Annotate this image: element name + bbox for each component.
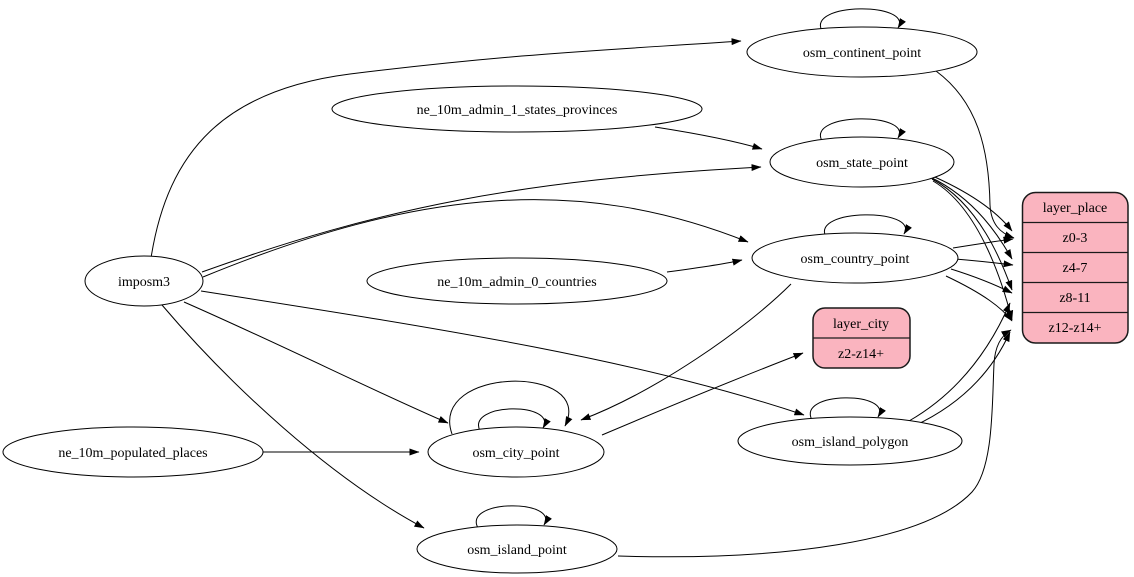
edge-osm_country_point-layer_place-z8-11	[950, 268, 1013, 294]
node-ne_10m_admin_1_states_provinces: ne_10m_admin_1_states_provinces	[331, 85, 703, 133]
node-osm_island_point: osm_island_point	[416, 524, 618, 574]
edge-imposm3-osm_island_polygon	[200, 290, 805, 416]
node-ne_10m_populated_places-shape	[2, 426, 264, 478]
record-layer_place: layer_place z0-3 z4-7 z8-11 z12-z14+	[1021, 191, 1129, 344]
node-osm_city_point: osm_city_point	[427, 426, 605, 478]
edge-imposm3-osm_city_point	[183, 301, 449, 424]
record-layer_place-box	[1021, 191, 1129, 344]
node-ne_10m_populated_places-label: ne_10m_populated_places	[58, 446, 207, 461]
node-ne_10m_admin_1_states_provinces-shape	[331, 85, 703, 133]
node-osm_state_point: osm_state_point	[769, 136, 955, 188]
node-osm_country_point-label: osm_country_point	[801, 252, 910, 267]
selfloop-osm_island_point	[475, 505, 552, 529]
node-osm_island_polygon-label: osm_island_polygon	[792, 435, 909, 450]
edges-group	[150, 8, 1015, 558]
edge-osm_country_point-layer_place-z4-7	[954, 258, 1014, 268]
node-osm_island_point-label: osm_island_point	[467, 543, 567, 558]
edge-osm_island_polygon-layer_place-z8-11	[908, 302, 1011, 422]
edge-imposm3-osm_island_point	[161, 304, 425, 529]
selfloop-osm_island_polygon	[809, 397, 886, 421]
node-osm_state_point-label: osm_state_point	[816, 156, 908, 171]
selfloop-osm_city_point-outer	[449, 380, 573, 435]
record-layer_place-row-z4-7: z4-7	[1063, 261, 1088, 276]
node-osm_island_polygon: osm_island_polygon	[737, 416, 963, 466]
record-layer_place-row-z8-11: z8-11	[1059, 291, 1090, 306]
node-osm_continent_point-label: osm_continent_point	[803, 46, 921, 61]
node-ne_10m_admin_0_countries-shape	[366, 257, 668, 305]
node-osm_country_point: osm_country_point	[751, 232, 959, 284]
edge-ne_10m_admin_1_states_provinces-osm_state_point	[654, 126, 763, 150]
edge-imposm3-osm_continent_point	[150, 38, 742, 259]
edge-osm_state_point-layer_place-z0-3	[927, 173, 1013, 232]
node-imposm3: imposm3	[84, 255, 204, 307]
edge-osm_country_point-layer_place-z0-3	[952, 236, 1014, 249]
node-osm_island_polygon-shape	[737, 416, 963, 466]
record-layer_place-row-z0-3: z0-3	[1063, 231, 1088, 246]
node-ne_10m_admin_1_states_provinces-label: ne_10m_admin_1_states_provinces	[417, 103, 618, 118]
node-osm_city_point-label: osm_city_point	[472, 446, 559, 461]
node-osm_state_point-shape	[769, 136, 955, 188]
edge-osm_continent_point-layer_place-z0-3	[935, 70, 1015, 239]
record-layer_place-title: layer_place	[1043, 201, 1108, 216]
edge-osm_country_point-osm_city_point	[580, 283, 792, 421]
record-layer_city-row-z2-z14: z2-z14+	[838, 347, 884, 362]
edge-imposm3-osm_country_point	[202, 199, 749, 278]
node-imposm3-shape	[84, 255, 204, 307]
node-ne_10m_admin_0_countries: ne_10m_admin_0_countries	[366, 257, 668, 305]
selfloop-osm_city_point-inner	[478, 408, 551, 432]
record-layer_city-title: layer_city	[833, 317, 889, 332]
selfloop-osm_continent_point	[819, 8, 906, 32]
edge-osm_state_point-layer_place-z4-7	[929, 176, 1013, 260]
record-layer_place-row-z12-z14: z12-z14+	[1049, 321, 1102, 336]
node-osm_continent_point-shape	[746, 26, 978, 78]
node-osm_island_point-shape	[416, 524, 618, 574]
selfloop-osm_state_point	[819, 118, 906, 142]
edge-ne_10m_admin_0_countries-osm_country_point	[666, 258, 743, 273]
edge-osm_island_point-layer_place-z12-z14	[617, 329, 1012, 558]
node-ne_10m_admin_0_countries-label: ne_10m_admin_0_countries	[437, 275, 596, 290]
edge-osm_country_point-layer_place-z12-z14	[945, 275, 1013, 322]
record-layer_city: layer_city z2-z14+	[812, 307, 911, 369]
node-imposm3-label: imposm3	[118, 275, 170, 290]
node-osm_city_point-shape	[427, 426, 605, 478]
node-osm_continent_point: osm_continent_point	[746, 26, 978, 78]
edge-imposm3-osm_state_point	[201, 164, 762, 273]
node-osm_country_point-shape	[751, 232, 959, 284]
selfloop-osm_country_point	[823, 214, 912, 238]
edge-osm_island_polygon-layer_place-z12-z14	[913, 331, 1011, 427]
edge-osm_city_point-layer_city-z2-z14	[601, 352, 804, 436]
node-ne_10m_populated_places: ne_10m_populated_places	[2, 426, 264, 478]
edge-osm_state_point-layer_place-z8-11	[931, 178, 1013, 291]
